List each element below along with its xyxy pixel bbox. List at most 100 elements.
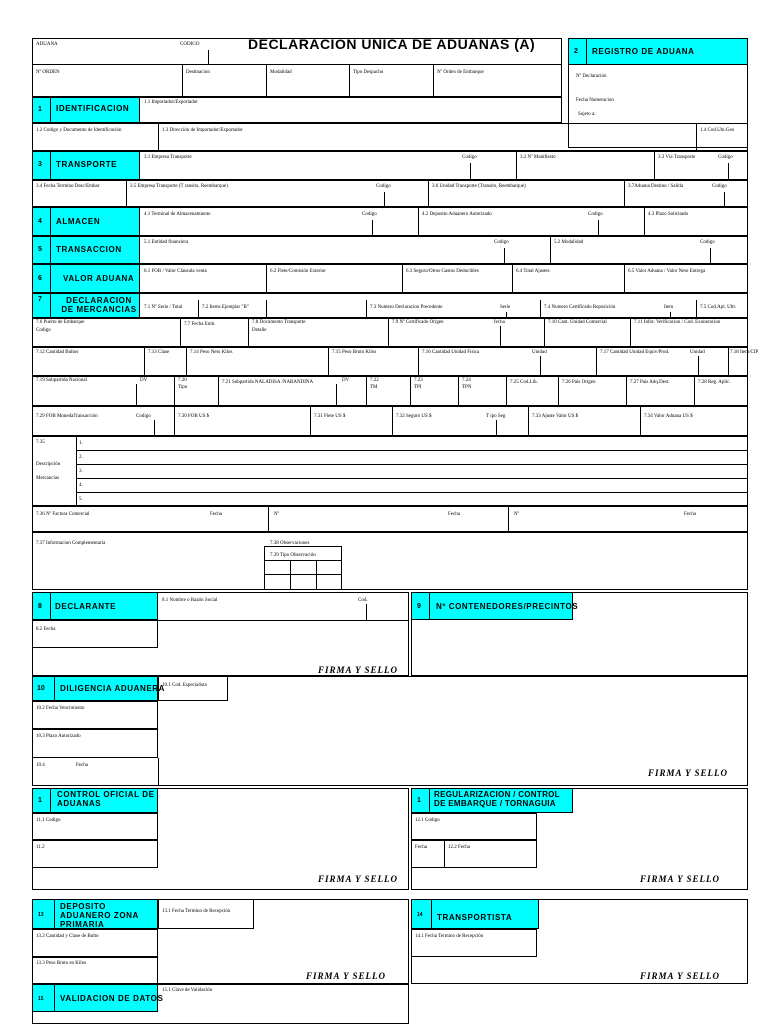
divider bbox=[266, 300, 267, 318]
divider bbox=[598, 220, 599, 236]
f10-1-label: 10.1 Cod. Especialista bbox=[162, 683, 207, 688]
s9-header bbox=[411, 592, 573, 620]
s6-title: VALOR ADUANA bbox=[63, 274, 135, 283]
s7-row-e bbox=[32, 406, 748, 436]
divider bbox=[728, 347, 729, 376]
f6-3-label: 6.3 Seguro/Otros Gastos Deducibles bbox=[406, 269, 479, 274]
divider bbox=[366, 300, 367, 318]
f8-2-box bbox=[32, 620, 158, 648]
divider bbox=[248, 318, 249, 347]
f12-2-box bbox=[411, 840, 537, 868]
fecha-label: Fecha bbox=[684, 512, 696, 517]
s7-row-d bbox=[32, 376, 748, 406]
divider bbox=[198, 300, 199, 318]
s9-box bbox=[411, 592, 748, 676]
dv-label: DV bbox=[342, 378, 350, 383]
f8-1-label: 8.1 Nombre o Razón Social bbox=[162, 598, 218, 603]
s4-title: ALMACEN bbox=[56, 217, 101, 226]
codigo-label: Codigo bbox=[376, 184, 391, 189]
divider bbox=[50, 207, 51, 236]
f7-6-label: 7.6 Puerto de Embarque bbox=[36, 320, 85, 325]
s14-title: TRANSPORTISTA bbox=[437, 913, 513, 922]
divider bbox=[310, 406, 311, 436]
divider bbox=[50, 97, 51, 123]
f15-1-label: 15.1 Clave de Validación bbox=[162, 988, 213, 993]
f3-7-label: 3.7Aduana Destino / Salida bbox=[628, 184, 683, 189]
divider bbox=[366, 604, 367, 620]
divider bbox=[54, 676, 55, 701]
divider bbox=[126, 180, 127, 207]
f6-5-label: 6.5 Valor Aduana / Valor Neto Entrega bbox=[628, 269, 706, 274]
divider bbox=[50, 151, 51, 180]
s5-title: TRANSACCION bbox=[56, 245, 122, 254]
s4-number: 4 bbox=[38, 218, 42, 225]
header-box bbox=[32, 38, 562, 97]
codigo-label: Codigo bbox=[588, 212, 603, 217]
s8-title: DECLARANTE bbox=[55, 602, 117, 611]
divider bbox=[372, 220, 373, 236]
divider bbox=[50, 788, 51, 813]
serie-label: Serie bbox=[500, 305, 511, 310]
divider bbox=[696, 123, 697, 151]
codigo-label: Codigo bbox=[462, 155, 477, 160]
modalidad-label: Modalidad bbox=[270, 70, 292, 75]
s10-number: 10 bbox=[37, 685, 45, 692]
f11-2-box bbox=[32, 840, 158, 868]
registro-number: 2 bbox=[574, 48, 578, 55]
unidad-label: Unidad bbox=[690, 350, 705, 355]
f7-33-label: 7.33 Ajuste Valor US $ bbox=[532, 414, 579, 419]
divider bbox=[500, 326, 501, 347]
f6-4-label: 6.4 Total Ajustes bbox=[516, 269, 550, 274]
s7-row-c bbox=[32, 347, 748, 376]
descripcion-label: Descripción bbox=[36, 462, 61, 467]
registro-title: REGISTRO DE ADUANA bbox=[592, 47, 695, 56]
orden-embarque-label: Nº Orden de Embarque bbox=[437, 70, 484, 75]
divider bbox=[640, 406, 641, 436]
s15-header bbox=[32, 984, 158, 1012]
divider bbox=[644, 207, 645, 236]
s6-number: 6 bbox=[38, 275, 42, 282]
f10-4-label: 10.4 bbox=[36, 763, 45, 768]
s8-number: 8 bbox=[38, 603, 42, 610]
f7-14-label: 7.14 Peso Neto Kilos bbox=[190, 350, 233, 355]
fecha-label: Fecha bbox=[76, 763, 88, 768]
s12-header bbox=[411, 788, 573, 813]
divider bbox=[516, 151, 517, 180]
divider bbox=[626, 376, 627, 406]
codigo-label: Codigo bbox=[700, 240, 715, 245]
mercancias-label: Mercancías bbox=[36, 476, 60, 481]
divider bbox=[186, 347, 187, 376]
divider bbox=[180, 318, 181, 347]
f7-24-label: 7.24 bbox=[462, 378, 471, 383]
f4-2-label: 4.2 Deposito Aduanero Autorizado bbox=[422, 212, 492, 217]
s8-header bbox=[32, 592, 158, 620]
f11-1-label: 11.1 Codigo bbox=[36, 818, 61, 823]
s7-number: 7 bbox=[38, 296, 42, 303]
divider bbox=[50, 236, 51, 264]
divider bbox=[550, 236, 551, 264]
f10-3-box bbox=[32, 729, 158, 758]
f7-34-label: 7.34 Valor Aduana US $ bbox=[644, 414, 693, 419]
divider bbox=[50, 264, 51, 293]
divider bbox=[670, 312, 671, 318]
f11-1-box bbox=[32, 813, 158, 840]
f8-2-label: 8.2 Fecha bbox=[36, 627, 56, 632]
divider bbox=[266, 264, 267, 293]
f7-39-label: 7.39 Tipo Observación bbox=[270, 553, 316, 558]
f7-5-label: 7.5 Cod.Apl. Ultr. bbox=[700, 305, 737, 310]
divider bbox=[136, 384, 137, 406]
divider bbox=[418, 347, 419, 376]
s14-header bbox=[411, 899, 539, 929]
f3-4-label: 3.4 Fecha Termino Desc/Embar bbox=[36, 184, 100, 189]
f7-23-label: 7.23 bbox=[414, 378, 423, 383]
observaciones-grid bbox=[264, 546, 342, 590]
s5-number: 5 bbox=[38, 246, 42, 253]
divider bbox=[336, 384, 337, 406]
f7-10-label: 7.10 Cant. Unidad Comercial bbox=[548, 320, 607, 325]
divider bbox=[696, 300, 697, 318]
s7-description-box bbox=[32, 436, 748, 506]
s10-title: DILIGENCIA ADUANERA bbox=[60, 684, 166, 693]
f7-8-label: 7.8 Documento Transporte bbox=[252, 320, 306, 325]
divider bbox=[508, 506, 509, 532]
divider bbox=[158, 620, 409, 621]
